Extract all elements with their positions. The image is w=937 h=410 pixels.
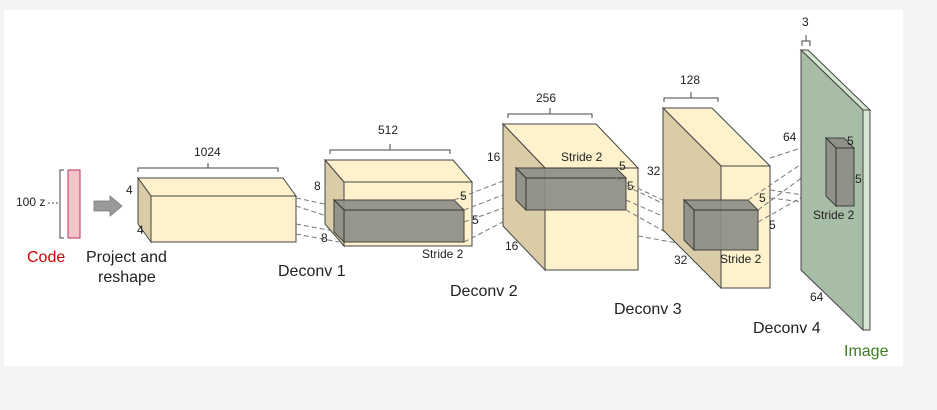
deconv1-volume: 512 8 8 5 5 Stride 2 — [314, 123, 479, 261]
deconv2-label: Deconv 2 — [450, 283, 518, 300]
project-width-label: 1024 — [194, 145, 221, 159]
image-label: Image — [844, 343, 889, 360]
deconv4-stride-label: Stride 2 — [813, 208, 855, 222]
deconv3-label: Deconv 3 — [614, 301, 682, 318]
deconv4-width-label: 3 — [802, 15, 809, 29]
project-height-label: 4 — [126, 183, 133, 197]
deconv4-label: Deconv 4 — [753, 320, 821, 337]
code-label: Code — [27, 249, 65, 266]
deconv3-kernel-a: 5 — [759, 191, 766, 205]
diagram-frame: 100 z Code Project and reshape 1024 4 4 … — [4, 10, 903, 366]
deconv1-height-label: 8 — [314, 179, 321, 193]
code-vector: 100 z Code — [16, 169, 81, 266]
deconv3-stride-label: Stride 2 — [720, 252, 762, 266]
code-bar — [67, 169, 81, 239]
project-arrow — [93, 195, 123, 217]
project-volume: 1024 4 4 — [126, 145, 297, 244]
project-label-line2: reshape — [98, 269, 156, 286]
dcgan-generator-diagram: 100 z Code Project and reshape 1024 4 4 … — [16, 15, 889, 360]
deconv4-kernel-a: 5 — [847, 134, 854, 148]
project-depth-label: 4 — [137, 223, 144, 237]
deconv3-volume: 128 32 32 5 5 Stride 2 — [647, 73, 776, 290]
deconv2-width-label: 256 — [536, 91, 556, 105]
deconv3-width-label: 128 — [680, 73, 700, 87]
deconv2-stride-label: Stride 2 — [561, 150, 603, 164]
deconv2-height-label: 16 — [487, 150, 501, 164]
deconv3-depth-label: 32 — [674, 253, 688, 267]
deconv2-volume: 256 16 16 5 Stride 2 5 — [487, 91, 640, 272]
deconv2-kernel-b: 5 — [627, 179, 634, 193]
code-bracket — [59, 169, 64, 239]
deconv1-label: Deconv 1 — [278, 263, 346, 280]
deconv3-kernel-b: 5 — [769, 218, 776, 232]
deconv1-width-label: 512 — [378, 123, 398, 137]
deconv2-kernel-a: 5 — [619, 159, 626, 173]
deconv1-depth-label: 8 — [321, 231, 328, 245]
image-plane: 3 64 64 5 5 Stride 2 — [783, 15, 872, 332]
deconv1-kernel-b: 5 — [472, 213, 479, 227]
code-z-label: 100 z — [16, 195, 45, 209]
project-label-line1: Project and — [86, 249, 167, 266]
deconv4-height-label: 64 — [783, 130, 797, 144]
deconv2-depth-label: 16 — [505, 239, 519, 253]
deconv4-kernel-b: 5 — [855, 172, 862, 186]
deconv1-stride-label: Stride 2 — [422, 247, 464, 261]
deconv4-depth-label: 64 — [810, 290, 824, 304]
deconv3-height-label: 32 — [647, 164, 661, 178]
